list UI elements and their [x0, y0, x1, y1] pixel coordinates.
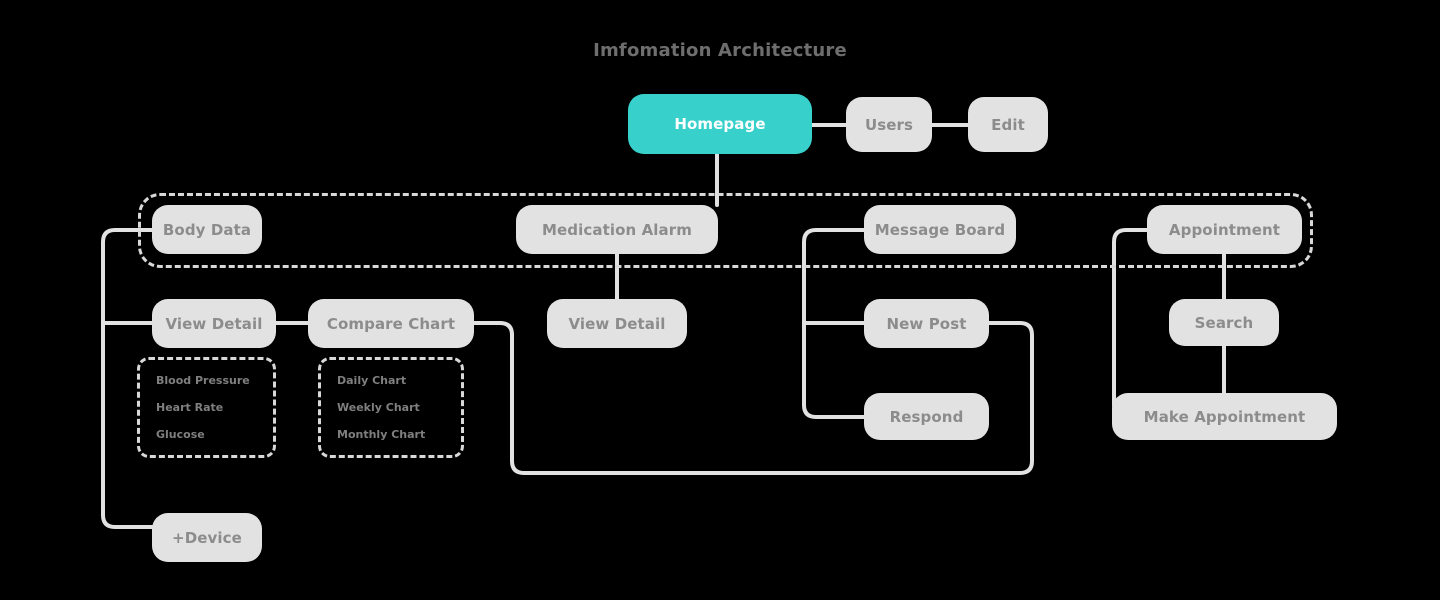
- edge-bodydata-branch: [101, 228, 154, 529]
- node-body-data-label: Body Data: [162, 220, 252, 239]
- node-appointment[interactable]: Appointment: [1147, 205, 1302, 254]
- edge-comparechart-route: [472, 321, 1034, 475]
- node-view-detail-body-label: View Detail: [165, 314, 263, 333]
- node-add-device-label: +Device: [172, 528, 242, 547]
- node-compare-chart[interactable]: Compare Chart: [308, 299, 474, 348]
- node-body-data[interactable]: Body Data: [152, 205, 262, 254]
- node-make-appointment[interactable]: Make Appointment: [1112, 393, 1337, 440]
- body-metrics-list: Blood Pressure Heart Rate Glucose: [137, 357, 276, 458]
- node-new-post-label: New Post: [886, 314, 967, 333]
- node-compare-chart-label: Compare Chart: [326, 314, 456, 333]
- list-item: Daily Chart: [337, 374, 407, 387]
- list-item: Weekly Chart: [337, 401, 420, 414]
- node-medication-alarm[interactable]: Medication Alarm: [516, 205, 718, 254]
- node-view-detail-medication[interactable]: View Detail: [547, 299, 687, 348]
- node-medication-alarm-label: Medication Alarm: [541, 220, 692, 239]
- node-respond-label: Respond: [889, 407, 964, 426]
- node-make-appointment-label: Make Appointment: [1143, 407, 1306, 426]
- node-new-post[interactable]: New Post: [864, 299, 989, 348]
- main-sections-group: [138, 193, 1313, 268]
- node-view-detail-body[interactable]: View Detail: [152, 299, 276, 348]
- node-add-device[interactable]: +Device: [152, 513, 262, 562]
- chart-types-list: Daily Chart Weekly Chart Monthly Chart: [318, 357, 464, 458]
- node-users[interactable]: Users: [846, 97, 932, 152]
- node-message-board[interactable]: Message Board: [864, 205, 1016, 254]
- list-item: Monthly Chart: [337, 428, 426, 441]
- node-search-label: Search: [1194, 313, 1254, 332]
- list-item: Blood Pressure: [156, 374, 250, 387]
- node-view-detail-medication-label: View Detail: [568, 314, 666, 333]
- page-title: Imfomation Architecture: [593, 40, 847, 61]
- node-appointment-label: Appointment: [1168, 220, 1281, 239]
- node-homepage[interactable]: Homepage: [628, 94, 812, 154]
- node-edit[interactable]: Edit: [968, 97, 1048, 152]
- node-respond[interactable]: Respond: [864, 393, 989, 440]
- node-search[interactable]: Search: [1169, 299, 1279, 346]
- list-item: Heart Rate: [156, 401, 224, 414]
- node-users-label: Users: [864, 115, 914, 134]
- node-homepage-label: Homepage: [674, 115, 766, 133]
- node-message-board-label: Message Board: [874, 220, 1006, 239]
- list-item: Glucose: [156, 428, 205, 441]
- node-edit-label: Edit: [991, 115, 1025, 134]
